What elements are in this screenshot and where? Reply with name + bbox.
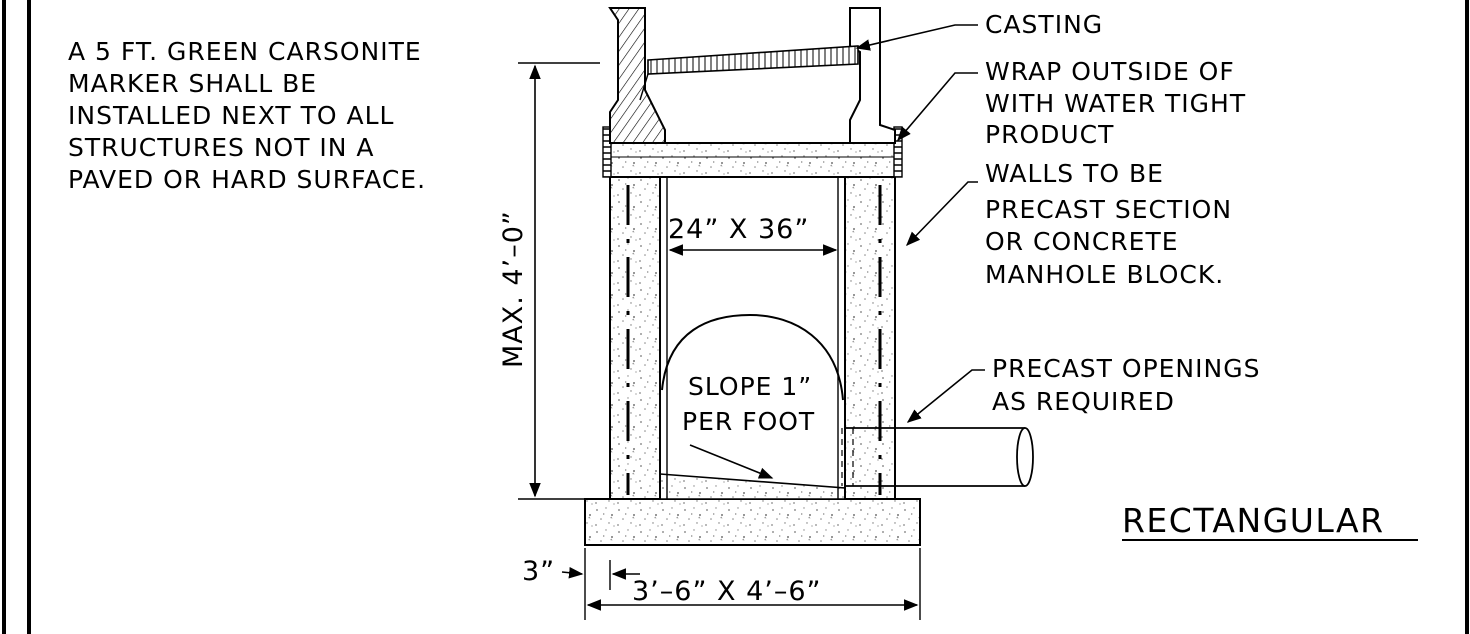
general-note: A 5 FT. GREEN CARSONITE MARKER SHALL BE … bbox=[68, 37, 426, 194]
callout-openings-line-1: PRECAST OPENINGS bbox=[992, 354, 1260, 383]
base-dimension: 3’–6” X 4’–6” 3” bbox=[522, 548, 921, 620]
title-text: RECTANGULAR bbox=[1122, 501, 1385, 540]
callout-walls-line-1: WALLS TO BE bbox=[985, 159, 1164, 188]
callout-walls-line-2: PRECAST SECTION bbox=[985, 195, 1232, 224]
base-slab bbox=[584, 498, 921, 546]
callout-walls: WALLS TO BE PRECAST SECTION OR CONCRETE … bbox=[905, 159, 1232, 289]
arched-inlet bbox=[661, 313, 844, 401]
callout-casting: CASTING bbox=[855, 10, 1103, 51]
top-slab bbox=[609, 142, 896, 178]
opening-dimension-label: 24” X 36” bbox=[668, 214, 809, 245]
right-wall bbox=[844, 176, 896, 500]
wall-reinforcement bbox=[626, 185, 882, 495]
slope-line-1: SLOPE 1” bbox=[688, 372, 812, 401]
wrap-band-left bbox=[602, 126, 612, 178]
callout-wrap-line-2: WITH WATER TIGHT bbox=[985, 89, 1246, 118]
callout-wrap: WRAP OUTSIDE OF WITH WATER TIGHT PRODUCT bbox=[897, 57, 1246, 149]
floor-fill bbox=[659, 473, 846, 500]
slope-note: SLOPE 1” PER FOOT bbox=[682, 372, 815, 479]
height-dimension-label: MAX. 4’–0” bbox=[498, 210, 529, 368]
note-line-3: INSTALLED NEXT TO ALL bbox=[68, 101, 394, 130]
callout-openings: PRECAST OPENINGS AS REQUIRED bbox=[906, 354, 1260, 423]
slope-line-2: PER FOOT bbox=[682, 407, 815, 436]
callout-openings-line-2: AS REQUIRED bbox=[992, 387, 1175, 416]
note-line-1: A 5 FT. GREEN CARSONITE bbox=[68, 37, 422, 66]
callout-wrap-line-3: PRODUCT bbox=[985, 120, 1114, 149]
casting bbox=[608, 7, 896, 144]
callout-casting-line-1: CASTING bbox=[985, 10, 1103, 39]
base-dimension-label: 3’–6” X 4’–6” bbox=[632, 576, 822, 607]
height-dimension: MAX. 4’–0” bbox=[498, 62, 600, 500]
left-wall bbox=[609, 176, 661, 500]
callout-walls-line-4: MANHOLE BLOCK. bbox=[985, 260, 1224, 289]
note-line-2: MARKER SHALL BE bbox=[68, 69, 317, 98]
note-line-4: STRUCTURES NOT IN A bbox=[68, 133, 375, 162]
callout-wrap-line-1: WRAP OUTSIDE OF bbox=[985, 57, 1235, 86]
pipe-opening bbox=[841, 427, 1034, 487]
offset-dimension-label: 3” bbox=[522, 556, 555, 587]
opening-dimension: 24” X 36” bbox=[668, 214, 838, 256]
detail-title: RECTANGULAR bbox=[1122, 501, 1418, 541]
note-line-5: PAVED OR HARD SURFACE. bbox=[68, 165, 426, 194]
callout-walls-line-3: OR CONCRETE bbox=[985, 227, 1179, 256]
